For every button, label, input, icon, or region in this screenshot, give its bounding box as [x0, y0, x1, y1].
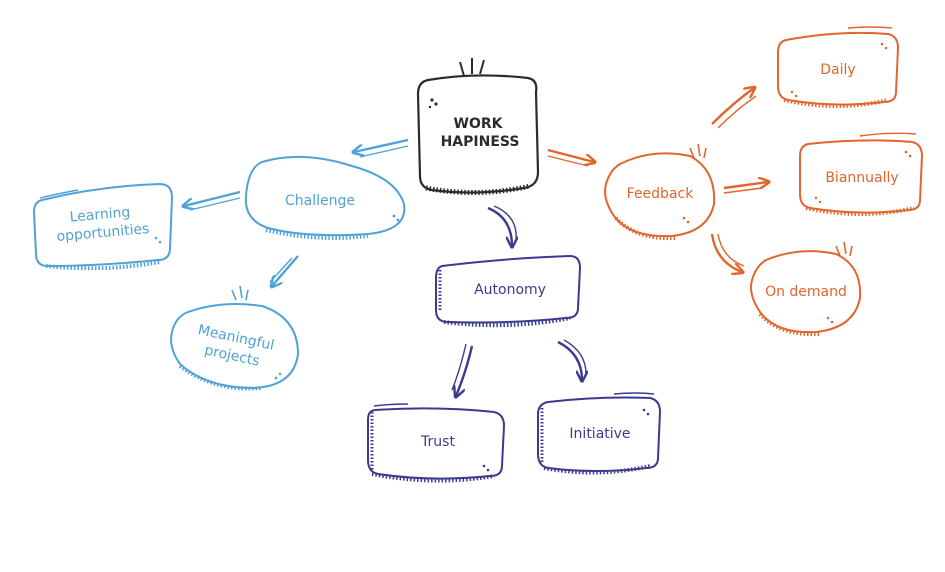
autonomy-label: Autonomy — [474, 282, 546, 298]
initiative-node: Initiative — [537, 392, 662, 475]
daily-node: Daily — [777, 26, 900, 108]
edge-root-challenge — [354, 138, 409, 158]
meaningful-node: Meaningful projects — [170, 285, 300, 391]
learning-node: Learning opportunities — [32, 182, 174, 271]
ondemand-label: On demand — [765, 284, 847, 300]
trust-node: Trust — [367, 403, 506, 483]
edge-root-feedback — [547, 148, 594, 167]
root-node: WORK HAPINESS — [416, 58, 540, 196]
edge-autonomy-initiative — [557, 339, 586, 380]
edge-autonomy-trust — [451, 343, 474, 396]
root-label-line1: WORK — [454, 116, 504, 132]
initiative-label: Initiative — [569, 426, 630, 442]
edge-challenge-learning — [184, 190, 241, 211]
challenge-node: Challenge — [244, 155, 406, 240]
feedback-node: Feedback — [604, 143, 716, 241]
challenge-label: Challenge — [285, 193, 355, 209]
feedback-label: Feedback — [627, 186, 695, 202]
biannually-label: Biannually — [825, 170, 898, 186]
trust-label: Trust — [420, 434, 455, 450]
biannually-node: Biannually — [799, 132, 924, 216]
root-label-line2: HAPINESS — [441, 134, 520, 150]
daily-label: Daily — [820, 62, 855, 78]
edge-challenge-meaningful — [270, 255, 299, 286]
ondemand-node: On demand — [750, 241, 862, 337]
edge-root-autonomy — [487, 205, 516, 246]
autonomy-node: Autonomy — [435, 254, 582, 328]
learning-label-line1: Learning — [69, 204, 131, 225]
edge-feedback-daily — [711, 88, 756, 129]
edge-feedback-biannually — [723, 182, 768, 194]
edge-feedback-ondemand — [710, 233, 744, 272]
